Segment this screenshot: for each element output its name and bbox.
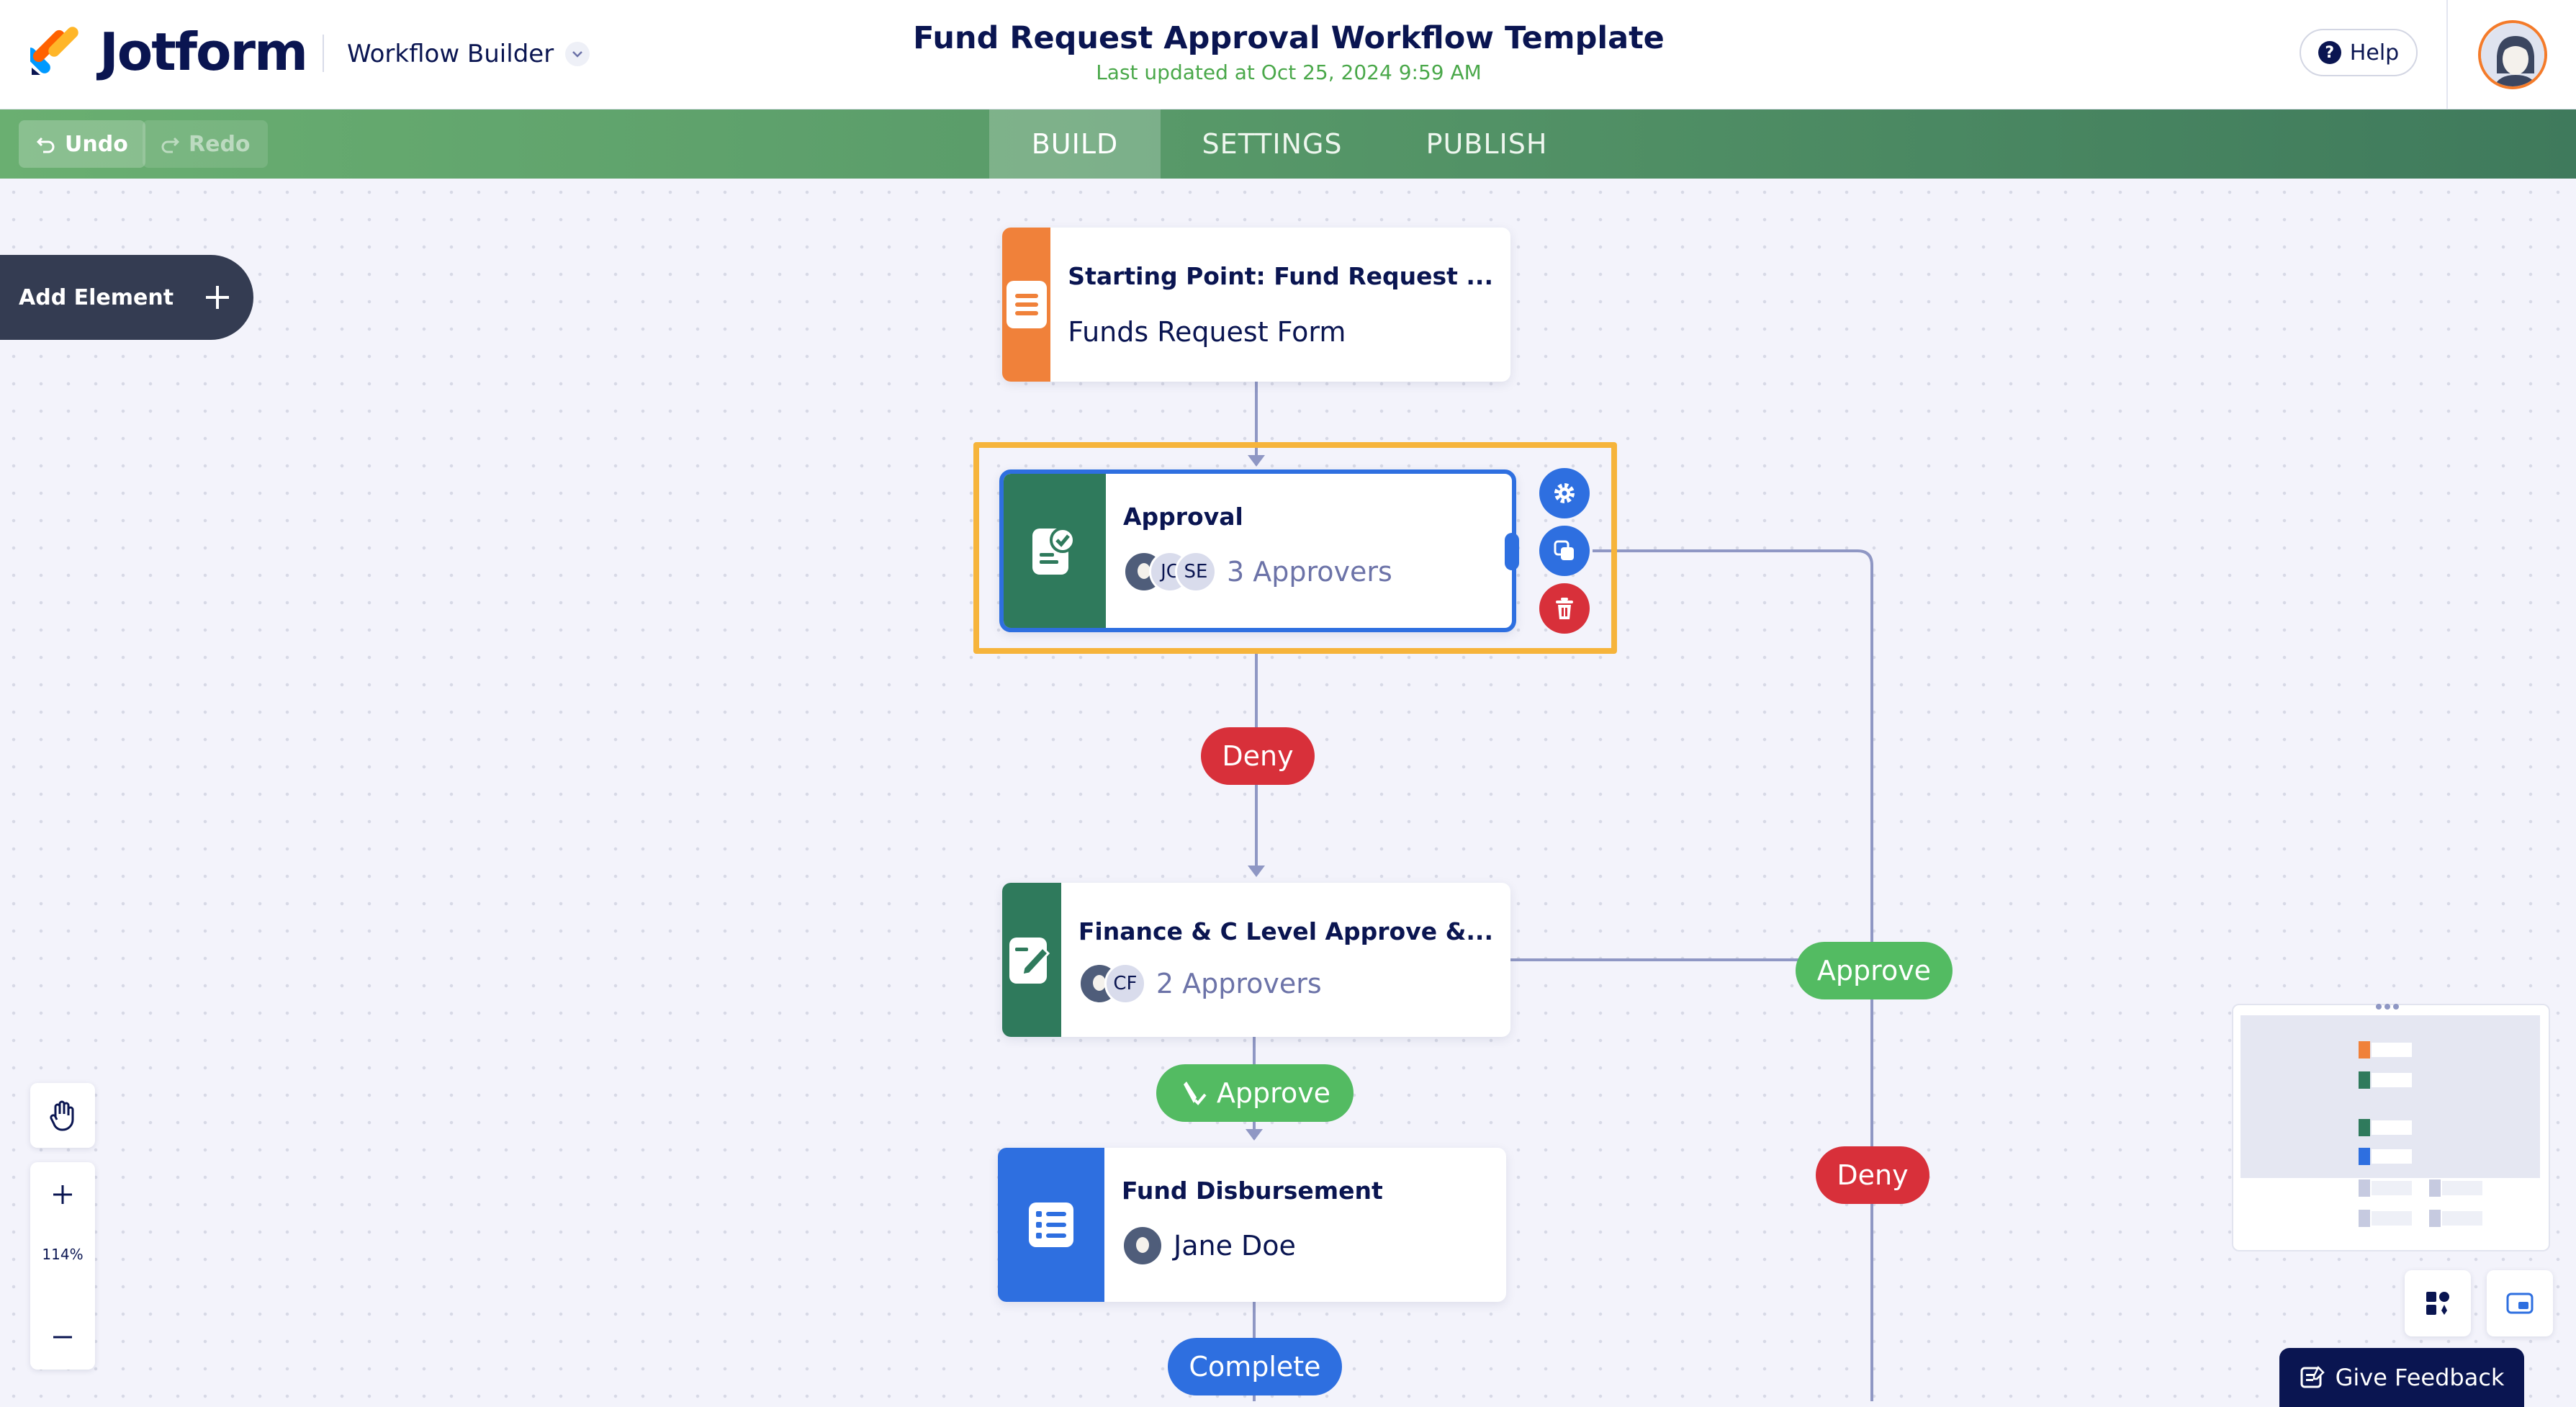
minimap-node	[2359, 1179, 2416, 1201]
user-avatar[interactable]	[2478, 20, 2547, 89]
edge-label-text: Approve	[1216, 1077, 1331, 1109]
approver-avatars: JC SE	[1123, 551, 1217, 593]
assignee-name: Jane Doe	[1174, 1230, 1296, 1262]
node-title: Finance & C Level Approve &...	[1078, 917, 1493, 945]
edge-label-deny[interactable]: Deny	[1816, 1146, 1929, 1204]
selection-highlight	[973, 442, 1617, 654]
duplicate-icon	[1554, 540, 1574, 560]
redo-icon	[161, 137, 180, 153]
node-fund-disbursement[interactable]: Fund Disbursement Jane Doe	[998, 1148, 1506, 1302]
tab-publish[interactable]: PUBLISH	[1426, 128, 1548, 160]
zoom-in-button[interactable]	[30, 1162, 95, 1227]
chevron-down-icon	[565, 42, 590, 66]
node-finance-approval[interactable]: Finance & C Level Approve &... CF 2 Appr…	[1002, 883, 1510, 1037]
minus-icon	[53, 1336, 72, 1339]
avatar: CF	[1104, 963, 1146, 1004]
zoom-out-button[interactable]	[30, 1305, 95, 1370]
add-element-button[interactable]: Add Element	[0, 255, 253, 340]
minimap-drag-handle[interactable]	[2373, 1001, 2402, 1011]
minimap-node	[2359, 1148, 2416, 1169]
redo-button[interactable]: Redo	[143, 120, 268, 168]
minimap-node	[2359, 1210, 2416, 1231]
plus-icon	[53, 1185, 72, 1204]
node-title: Starting Point: Fund Request ...	[1068, 262, 1493, 290]
arrowhead-disbursement	[1246, 1129, 1263, 1141]
header-divider-right	[2446, 0, 2448, 109]
question-icon: ?	[2318, 41, 2341, 64]
header-divider	[323, 35, 324, 72]
minimap-toggle-button[interactable]	[2487, 1270, 2553, 1336]
undo-icon	[36, 137, 55, 153]
minimap-node	[2359, 1119, 2416, 1141]
node-settings-button[interactable]	[1539, 468, 1590, 518]
tab-build[interactable]: BUILD	[989, 109, 1161, 179]
builder-label: Workflow Builder	[347, 40, 554, 68]
help-label: Help	[2349, 40, 2400, 66]
minimap-icon	[2506, 1293, 2534, 1314]
builder-switcher[interactable]: Workflow Builder	[347, 35, 590, 73]
last-updated-text: Last updated at Oct 25, 2024 9:59 AM	[1096, 60, 1482, 84]
arrowhead-approval	[1248, 455, 1265, 467]
element-library-button[interactable]	[2405, 1270, 2471, 1336]
node-approval[interactable]: Approval JC SE 3 Approvers	[999, 469, 1516, 632]
node-delete-button[interactable]	[1539, 583, 1590, 634]
node-starting-point[interactable]: Starting Point: Fund Request ... Funds R…	[1002, 228, 1510, 382]
zoom-level: 114%	[42, 1246, 84, 1263]
approval-icon	[1004, 474, 1106, 628]
brand-name[interactable]: Jotform	[99, 22, 308, 82]
minimap-node	[2429, 1210, 2487, 1231]
edge-label-complete[interactable]: Complete	[1168, 1338, 1342, 1395]
undo-button[interactable]: Undo	[19, 120, 145, 168]
redo-label: Redo	[189, 131, 251, 157]
approver-count: 2 Approvers	[1156, 968, 1322, 999]
minimap-node	[2429, 1179, 2487, 1201]
undo-label: Undo	[65, 131, 128, 157]
node-title: Fund Disbursement	[1122, 1177, 1383, 1205]
minimap-node	[2359, 1041, 2416, 1063]
node-title: Approval	[1123, 503, 1243, 531]
connection-handle[interactable]	[1505, 533, 1519, 570]
approval-pen-icon	[1002, 883, 1061, 1037]
edge-label-deny[interactable]: Deny	[1201, 727, 1315, 785]
page-title[interactable]: Fund Request Approval Workflow Template	[913, 20, 1665, 56]
avatar: SE	[1175, 551, 1217, 593]
app-header	[0, 0, 2576, 109]
arrowhead-finance	[1248, 866, 1265, 877]
give-feedback-button[interactable]: Give Feedback	[2279, 1348, 2524, 1407]
feedback-label: Give Feedback	[2335, 1364, 2505, 1391]
edge-label-approve[interactable]: Approve	[1156, 1064, 1354, 1122]
builder-toolbar	[0, 109, 2576, 179]
approver-count: 3 Approvers	[1227, 556, 1392, 588]
help-button[interactable]: ? Help	[2300, 29, 2418, 76]
pen-check-icon	[1183, 1082, 1207, 1105]
task-list-icon	[998, 1148, 1104, 1302]
tab-settings[interactable]: SETTINGS	[1202, 128, 1343, 160]
hand-icon	[50, 1100, 74, 1131]
plus-icon	[206, 286, 229, 309]
shapes-icon	[2426, 1292, 2449, 1315]
connector-approval-right	[1593, 549, 1873, 1401]
add-element-label: Add Element	[19, 284, 174, 310]
node-duplicate-button[interactable]	[1539, 526, 1590, 576]
avatar	[1122, 1225, 1163, 1267]
minimap-node	[2359, 1071, 2416, 1093]
node-subtitle: Funds Request Form	[1068, 316, 1346, 348]
pan-tool-button[interactable]	[30, 1083, 95, 1148]
form-icon	[1002, 228, 1051, 382]
gear-icon	[1554, 483, 1575, 503]
feedback-icon	[2300, 1365, 2325, 1388]
edge-label-approve[interactable]: Approve	[1796, 942, 1953, 999]
jotform-logo-icon[interactable]	[24, 23, 82, 75]
trash-icon	[1556, 598, 1573, 619]
approver-avatars: CF	[1078, 963, 1146, 1004]
